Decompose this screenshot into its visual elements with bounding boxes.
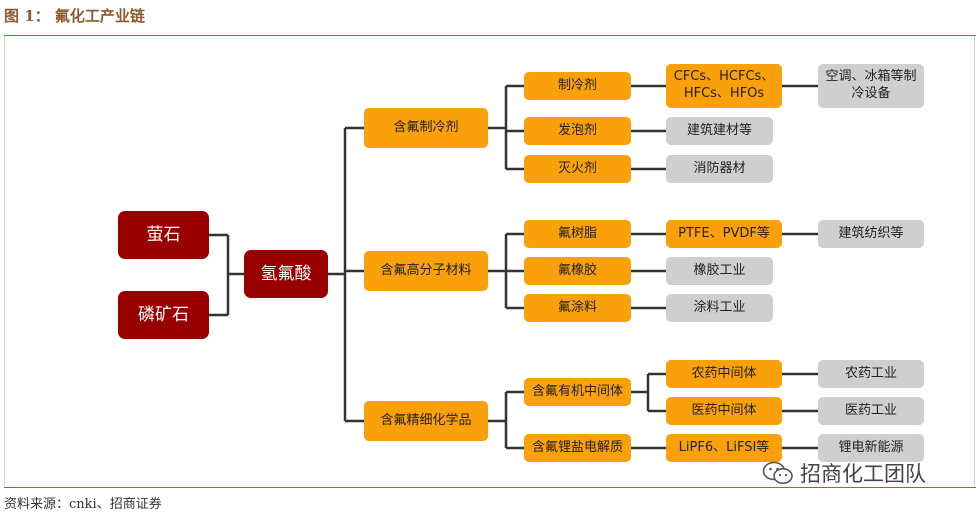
node-hvac-equipment: 空调、冰箱等制 冷设备 [818, 64, 924, 108]
node-organic-intermediates: 含氟有机中间体 [524, 378, 631, 406]
source-note: 资料来源：cnki、招商证券 [4, 497, 162, 512]
node-lipf6-lifsi: LiPF6、LiFSI等 [666, 434, 782, 462]
wechat-icon [762, 461, 793, 484]
node-building-materials: 建筑建材等 [666, 117, 773, 145]
node-fluorocoating: 氟涂料 [524, 294, 631, 322]
node-fine-fluorochemicals: 含氟精细化学品 [364, 401, 488, 441]
figure-title: 图 1： 氟化工产业链 [4, 7, 145, 25]
node-ptfe-pvdf: PTFE、PVDF等 [666, 220, 782, 248]
bottom-divider [4, 487, 976, 488]
node-hvac-line2: 冷设备 [851, 86, 891, 101]
node-pesticide-industry: 农药工业 [818, 360, 924, 388]
node-pesticide-intermediates: 农药中间体 [666, 360, 782, 388]
node-hydrofluoric-acid: 氢氟酸 [244, 250, 328, 298]
node-fire-equipment: 消防器材 [666, 155, 773, 183]
watermark-text: 招商化工团队 [800, 462, 926, 486]
watermark: 招商化工团队 [762, 458, 926, 488]
node-lithium-new-energy: 锂电新能源 [818, 434, 924, 462]
node-rubber-industry: 橡胶工业 [666, 257, 773, 285]
node-fluororubber: 氟橡胶 [524, 257, 631, 285]
node-phosphate-rock: 磷矿石 [118, 291, 209, 339]
node-cfc-line1: CFCs、HCFCs、 [673, 69, 775, 85]
node-construction-textiles: 建筑纺织等 [818, 220, 924, 248]
node-pharma-industry: 医药工业 [818, 397, 924, 425]
node-fluorinated-refrigerants: 含氟制冷剂 [364, 108, 488, 148]
node-fluoropolymers: 含氟高分子材料 [364, 251, 488, 291]
node-cfc-hfc-products: CFCs、HCFCs、 HFCs、HFOs [666, 64, 782, 108]
node-hvac-line1: 空调、冰箱等制 [825, 69, 917, 85]
node-fire-extinguishing-agent: 灭火剂 [524, 155, 631, 183]
top-divider [4, 35, 976, 36]
node-lithium-salt-electrolyte: 含氟锂盐电解质 [524, 434, 631, 462]
node-foaming-agent: 发泡剂 [524, 117, 631, 145]
node-pharma-intermediates: 医药中间体 [666, 397, 782, 425]
node-refrigerant: 制冷剂 [524, 72, 631, 100]
diagram-frame [4, 36, 975, 486]
node-cfc-line2: HFCs、HFOs [683, 86, 765, 101]
node-fluorite: 萤石 [118, 211, 209, 259]
node-coatings-industry: 涂料工业 [666, 294, 773, 322]
node-fluororesin: 氟树脂 [524, 220, 631, 248]
